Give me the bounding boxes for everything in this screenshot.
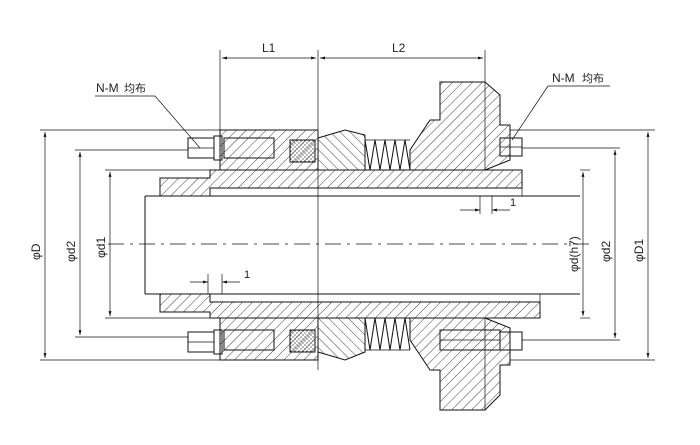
gland-upper [409, 81, 511, 171]
dim-gap-bottom: 1 [244, 269, 250, 281]
shaft-sleeve-upper [159, 169, 523, 197]
set-screw-lower-left [187, 329, 223, 355]
dim-D1: φD1 [632, 239, 646, 262]
dim-L1: L1 [262, 41, 276, 55]
dimension-lines [43, 56, 650, 358]
dim-d2-right: φd2 [599, 241, 613, 262]
shaft-bore [144, 188, 580, 302]
spring-lower [364, 317, 411, 351]
callout-left-code: N-M [96, 81, 119, 95]
left-collar-lower [219, 317, 319, 361]
left-collar-upper [219, 129, 319, 171]
rotating-ring-upper [317, 129, 366, 171]
set-screw-upper-right [499, 137, 523, 157]
dim-gap-top: 1 [510, 197, 516, 209]
rotating-ring-lower [317, 317, 366, 361]
shaft-sleeve-lower [159, 293, 541, 319]
dim-D: φD [29, 243, 43, 260]
gland-lower [409, 317, 511, 411]
extension-lines [40, 50, 655, 370]
callout-left-note: 均布 [124, 82, 146, 95]
set-screw-upper-left [187, 135, 223, 161]
set-screw-lower-right [439, 329, 523, 351]
dim-L2: L2 [392, 41, 406, 55]
callout-right-note: 均布 [582, 72, 604, 85]
dim-d2-left: φd2 [64, 241, 78, 262]
dim-d1: φd1 [94, 237, 108, 258]
dim-d-h7: φd(h7) [567, 236, 581, 272]
callout-right-code: N-M [552, 71, 575, 85]
spring-upper [364, 139, 411, 171]
callout-leaders [95, 85, 610, 149]
